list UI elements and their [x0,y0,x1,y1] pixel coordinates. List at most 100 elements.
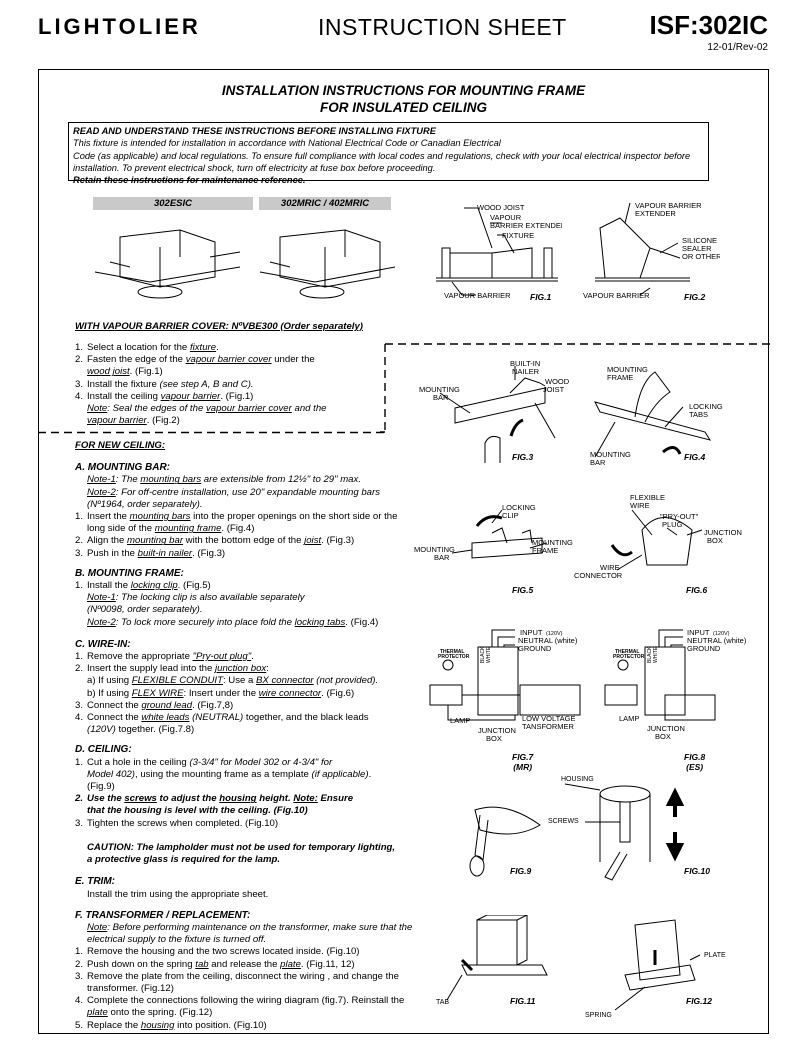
svg-text:THERMAL: THERMAL [615,649,639,655]
spring-label: SPRING [585,1012,612,1019]
figure-10-caption: FIG.10 [684,866,710,876]
svg-text:NEUTRAL (white): NEUTRAL (white) [518,636,578,645]
svg-text:LOCKING: LOCKING [502,503,536,512]
svg-text:NEUTRAL (white): NEUTRAL (white) [687,636,747,645]
svg-text:LAMP: LAMP [619,714,639,723]
figure-8: INPUT (120V) NEUTRAL (white) GROUND THER… [604,628,747,741]
figure-9-caption: FIG.9 [510,866,532,876]
svg-text:LOW VOLTAGE: LOW VOLTAGE [522,714,575,723]
svg-text:TABS: TABS [689,410,708,419]
svg-text:FRAME: FRAME [607,373,633,382]
svg-text:WHITE: WHITE [653,646,659,663]
svg-text:BLACK: BLACK [480,646,486,663]
figure-7-caption: FIG.7 (MR) [512,752,534,772]
svg-text:SEALER: SEALER [682,244,712,253]
svg-text:VAPOUR: VAPOUR [490,213,522,222]
figure-1: WOOD JOIST VAPOUR BARRIER EXTENDER FIXTU… [436,203,562,300]
figure-11-caption: FIG.11 [510,996,536,1006]
svg-text:BOX: BOX [655,732,671,741]
figure-10 [564,783,685,881]
figure-1-caption: FIG.1 [530,292,552,302]
figure-5: LOCKING CLIP MOUNTING BAR MOUNTING FRAME [414,503,573,562]
svg-text:JUNCTION: JUNCTION [704,528,742,537]
svg-text:FRAME: FRAME [532,546,558,555]
document-code: ISF:302IC [649,10,769,40]
svg-text:LOCKING: LOCKING [689,402,723,411]
figure-4-caption: FIG.4 [684,452,706,462]
figure-6: FLEXIBLE WIRE "PRY-OUT" PLUG JUNCTION BO… [574,493,742,580]
sheet-title: INSTRUCTION SHEET [318,14,567,40]
dashed-divider-lower [38,431,386,434]
svg-text:OR OTHER: OR OTHER [682,252,720,261]
vapour-barrier-steps: 1.Select a location for the fixture. 2.F… [75,342,327,427]
figure-9 [469,806,541,877]
svg-text:WIRE: WIRE [630,501,650,510]
new-ceiling-section: FOR NEW CEILING: A. MOUNTING BAR: Note-1… [75,440,413,1031]
figure-5-caption: FIG.5 [512,585,534,595]
svg-text:MOUNTING: MOUNTING [414,545,455,554]
svg-text:MOUNTING: MOUNTING [532,538,573,547]
figure-8-caption: FIG.8 (ES) [684,752,706,772]
svg-text:THERMAL: THERMAL [440,649,464,655]
svg-text:GROUND: GROUND [518,644,552,653]
model-label-302esic: 302ESIC [93,197,253,210]
safety-notice: READ AND UNDERSTAND THESE INSTRUCTIONS B… [68,122,709,185]
svg-text:WIRE: WIRE [600,563,620,572]
svg-text:(120V): (120V) [546,631,563,637]
svg-text:LAMP: LAMP [450,716,470,725]
svg-text:VAPOUR BARRIER: VAPOUR BARRIER [583,291,650,300]
svg-text:WOOD JOIST: WOOD JOIST [477,203,525,212]
svg-text:SILICONE: SILICONE [682,236,717,245]
figure-2-caption: FIG.2 [684,292,706,302]
svg-text:FIXTURE: FIXTURE [502,231,534,240]
housing-label: HOUSING [561,776,594,783]
svg-text:MOUNTING: MOUNTING [607,365,648,374]
svg-text:"PRY-OUT": "PRY-OUT" [660,512,699,521]
figure-12 [614,919,701,1011]
model-label-302mric: 302MRIC / 402MRIC [259,197,391,210]
svg-text:BAR: BAR [433,393,449,402]
vapour-barrier-section: WITH VAPOUR BARRIER COVER: NºVBE300 (Ord… [75,321,363,332]
svg-text:BOX: BOX [486,734,502,743]
svg-text:EXTENDER: EXTENDER [635,209,676,218]
figure-11 [446,915,548,1001]
svg-text:WOOD: WOOD [545,377,570,386]
svg-text:PLUG: PLUG [662,520,683,529]
svg-text:BARRIER EXTENDER: BARRIER EXTENDER [490,221,562,230]
page-title: INSTALLATION INSTRUCTIONS FOR MOUNTING F… [221,83,586,115]
svg-text:GROUND: GROUND [687,644,721,653]
svg-text:FLEXIBLE: FLEXIBLE [630,493,665,502]
tab-label: TAB [436,999,450,1006]
svg-text:BAR: BAR [590,458,606,467]
content-frame [38,69,769,1034]
svg-text:JUNCTION: JUNCTION [478,726,516,735]
svg-text:JUNCTION: JUNCTION [647,724,685,733]
figure-3-caption: FIG.3 [512,452,534,462]
svg-text:JOIST: JOIST [543,385,565,394]
svg-text:PROTECTOR: PROTECTOR [613,654,645,660]
svg-text:INPUT: INPUT [687,628,710,637]
figure-2: VAPOUR BARRIER EXTENDER SILICONE SEALER … [583,201,720,300]
svg-text:PROTECTOR: PROTECTOR [438,654,470,660]
figure-12-caption: FIG.12 [686,996,712,1006]
svg-text:BLACK: BLACK [647,646,653,663]
svg-text:WHITE: WHITE [486,646,492,663]
svg-text:TANSFORMER: TANSFORMER [522,722,575,731]
brand-logo: LIGHTOLIER [38,14,201,39]
fixture-illustrations [94,229,396,299]
svg-text:CONNECTOR: CONNECTOR [574,571,623,580]
svg-text:CLIP: CLIP [502,511,519,520]
svg-text:MOUNTING: MOUNTING [590,450,631,459]
svg-text:MOUNTING: MOUNTING [419,385,460,394]
plate-label: PLATE [704,952,726,959]
figure-3: BUILT-IN NAILER MOUNTING BAR WOOD JOIST [419,359,570,463]
dashed-divider [380,343,772,433]
figure-7: INPUT (120V) NEUTRAL (white) GROUND THER… [429,628,581,743]
svg-text:NAILER: NAILER [512,367,540,376]
figure-4: MOUNTING FRAME LOCKING TABS MOUNTING BAR [590,365,723,467]
figure-6-caption: FIG.6 [686,585,708,595]
svg-text:BUILT-IN: BUILT-IN [510,359,540,368]
svg-text:INPUT: INPUT [520,628,543,637]
revision: 12-01/Rev-02 [707,42,768,53]
svg-text:BOX: BOX [707,536,723,545]
